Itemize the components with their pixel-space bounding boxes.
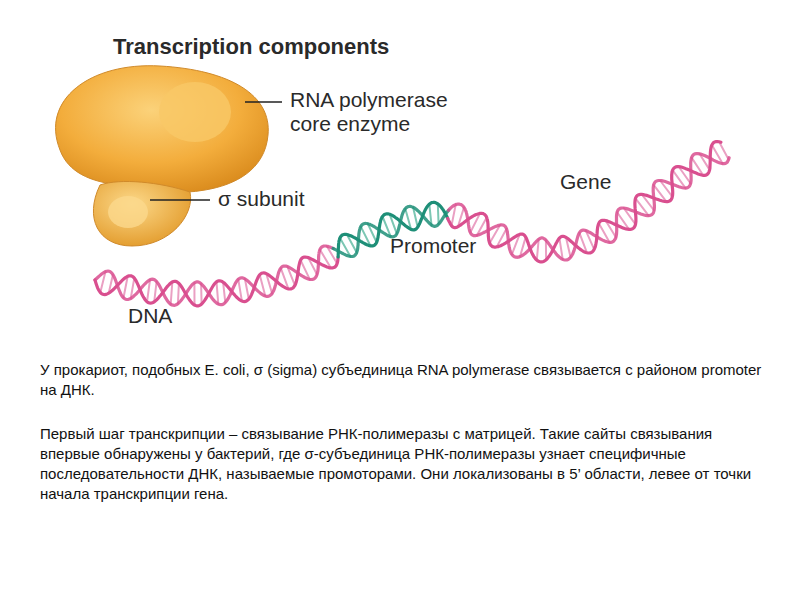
sigma-bump bbox=[108, 196, 148, 228]
part-label: Gene bbox=[560, 170, 611, 194]
body-paragraph: Первый шаг транскрипции – связывание РНК… bbox=[40, 424, 765, 504]
core-enzyme bbox=[56, 66, 269, 192]
base-pair bbox=[719, 142, 729, 160]
dna-strand bbox=[449, 154, 729, 260]
part-label: Promoter bbox=[390, 234, 476, 258]
base-pair bbox=[217, 282, 219, 304]
leader-line bbox=[150, 199, 210, 201]
dna-strand bbox=[95, 246, 333, 305]
body-paragraph: У прокариот, подобных E. coli, σ (sigma)… bbox=[40, 360, 765, 400]
base-pair bbox=[178, 283, 179, 303]
part-label: DNA bbox=[128, 304, 172, 328]
diagram-title: Transcription components bbox=[113, 34, 389, 60]
leader-line bbox=[245, 101, 282, 103]
base-pair bbox=[171, 282, 173, 304]
sigma-subunit bbox=[93, 181, 190, 246]
base-pair bbox=[193, 283, 195, 305]
part-label: RNA polymerase core enzyme bbox=[290, 88, 480, 136]
enzyme-bump bbox=[159, 82, 231, 142]
dna-strand bbox=[448, 142, 721, 262]
dna-helix bbox=[95, 142, 729, 306]
part-label: σ subunit bbox=[218, 187, 305, 211]
